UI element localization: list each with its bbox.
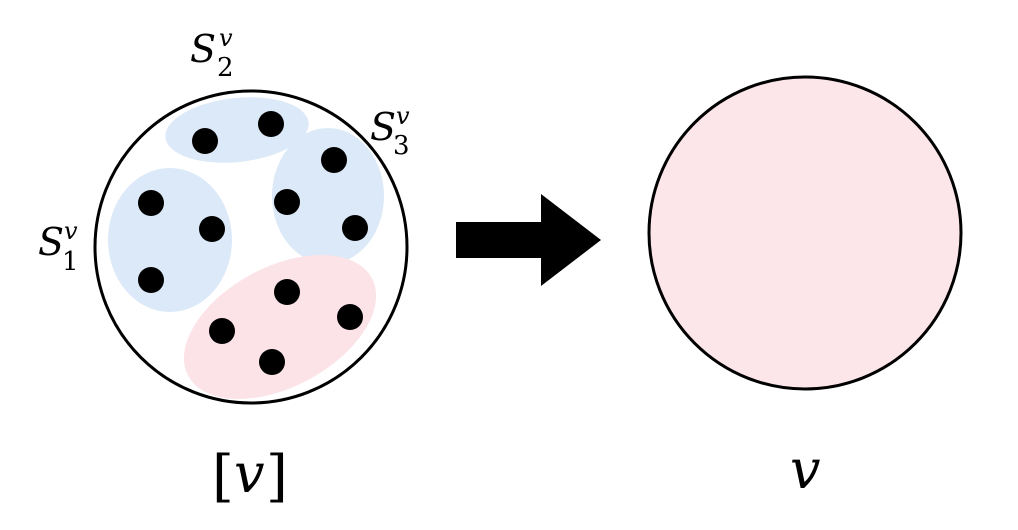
left-caption-open-bracket: [ [212,444,234,509]
dot [274,279,300,305]
dot [209,318,235,344]
dot [321,147,347,173]
contracted-node [647,75,963,391]
left-caption: [ v ] [212,442,288,509]
label-s1-sup: v [64,217,78,245]
group-pink-blob [183,254,377,400]
left-caption-close-bracket: ] [266,444,288,509]
dot [337,304,363,330]
dot [342,215,368,241]
label-s2-sup: v [219,24,233,52]
dot [259,349,285,375]
dot [138,190,164,216]
label-s3-sub: 3 [393,131,410,161]
label-s1-sub: 1 [62,247,79,277]
label-s3: S v 3 [370,102,410,161]
left-caption-var: v [234,442,265,505]
label-s1: S v 1 [38,217,79,277]
dot [274,189,300,215]
supernode-outline [93,89,409,405]
label-s2: S v 2 [190,24,234,83]
label-s3-sup: v [396,102,410,130]
right-caption: v [790,438,821,501]
dot [192,128,218,154]
dot [199,216,225,242]
contraction-arrow [456,194,601,286]
member-dots [138,111,368,375]
label-s3-base: S [370,105,396,149]
supernode-group [93,89,409,405]
dot [138,267,164,293]
label-s2-sub: 2 [217,53,234,83]
label-s1-base: S [38,220,64,264]
label-s2-base: S [190,27,216,71]
dot [258,111,284,137]
